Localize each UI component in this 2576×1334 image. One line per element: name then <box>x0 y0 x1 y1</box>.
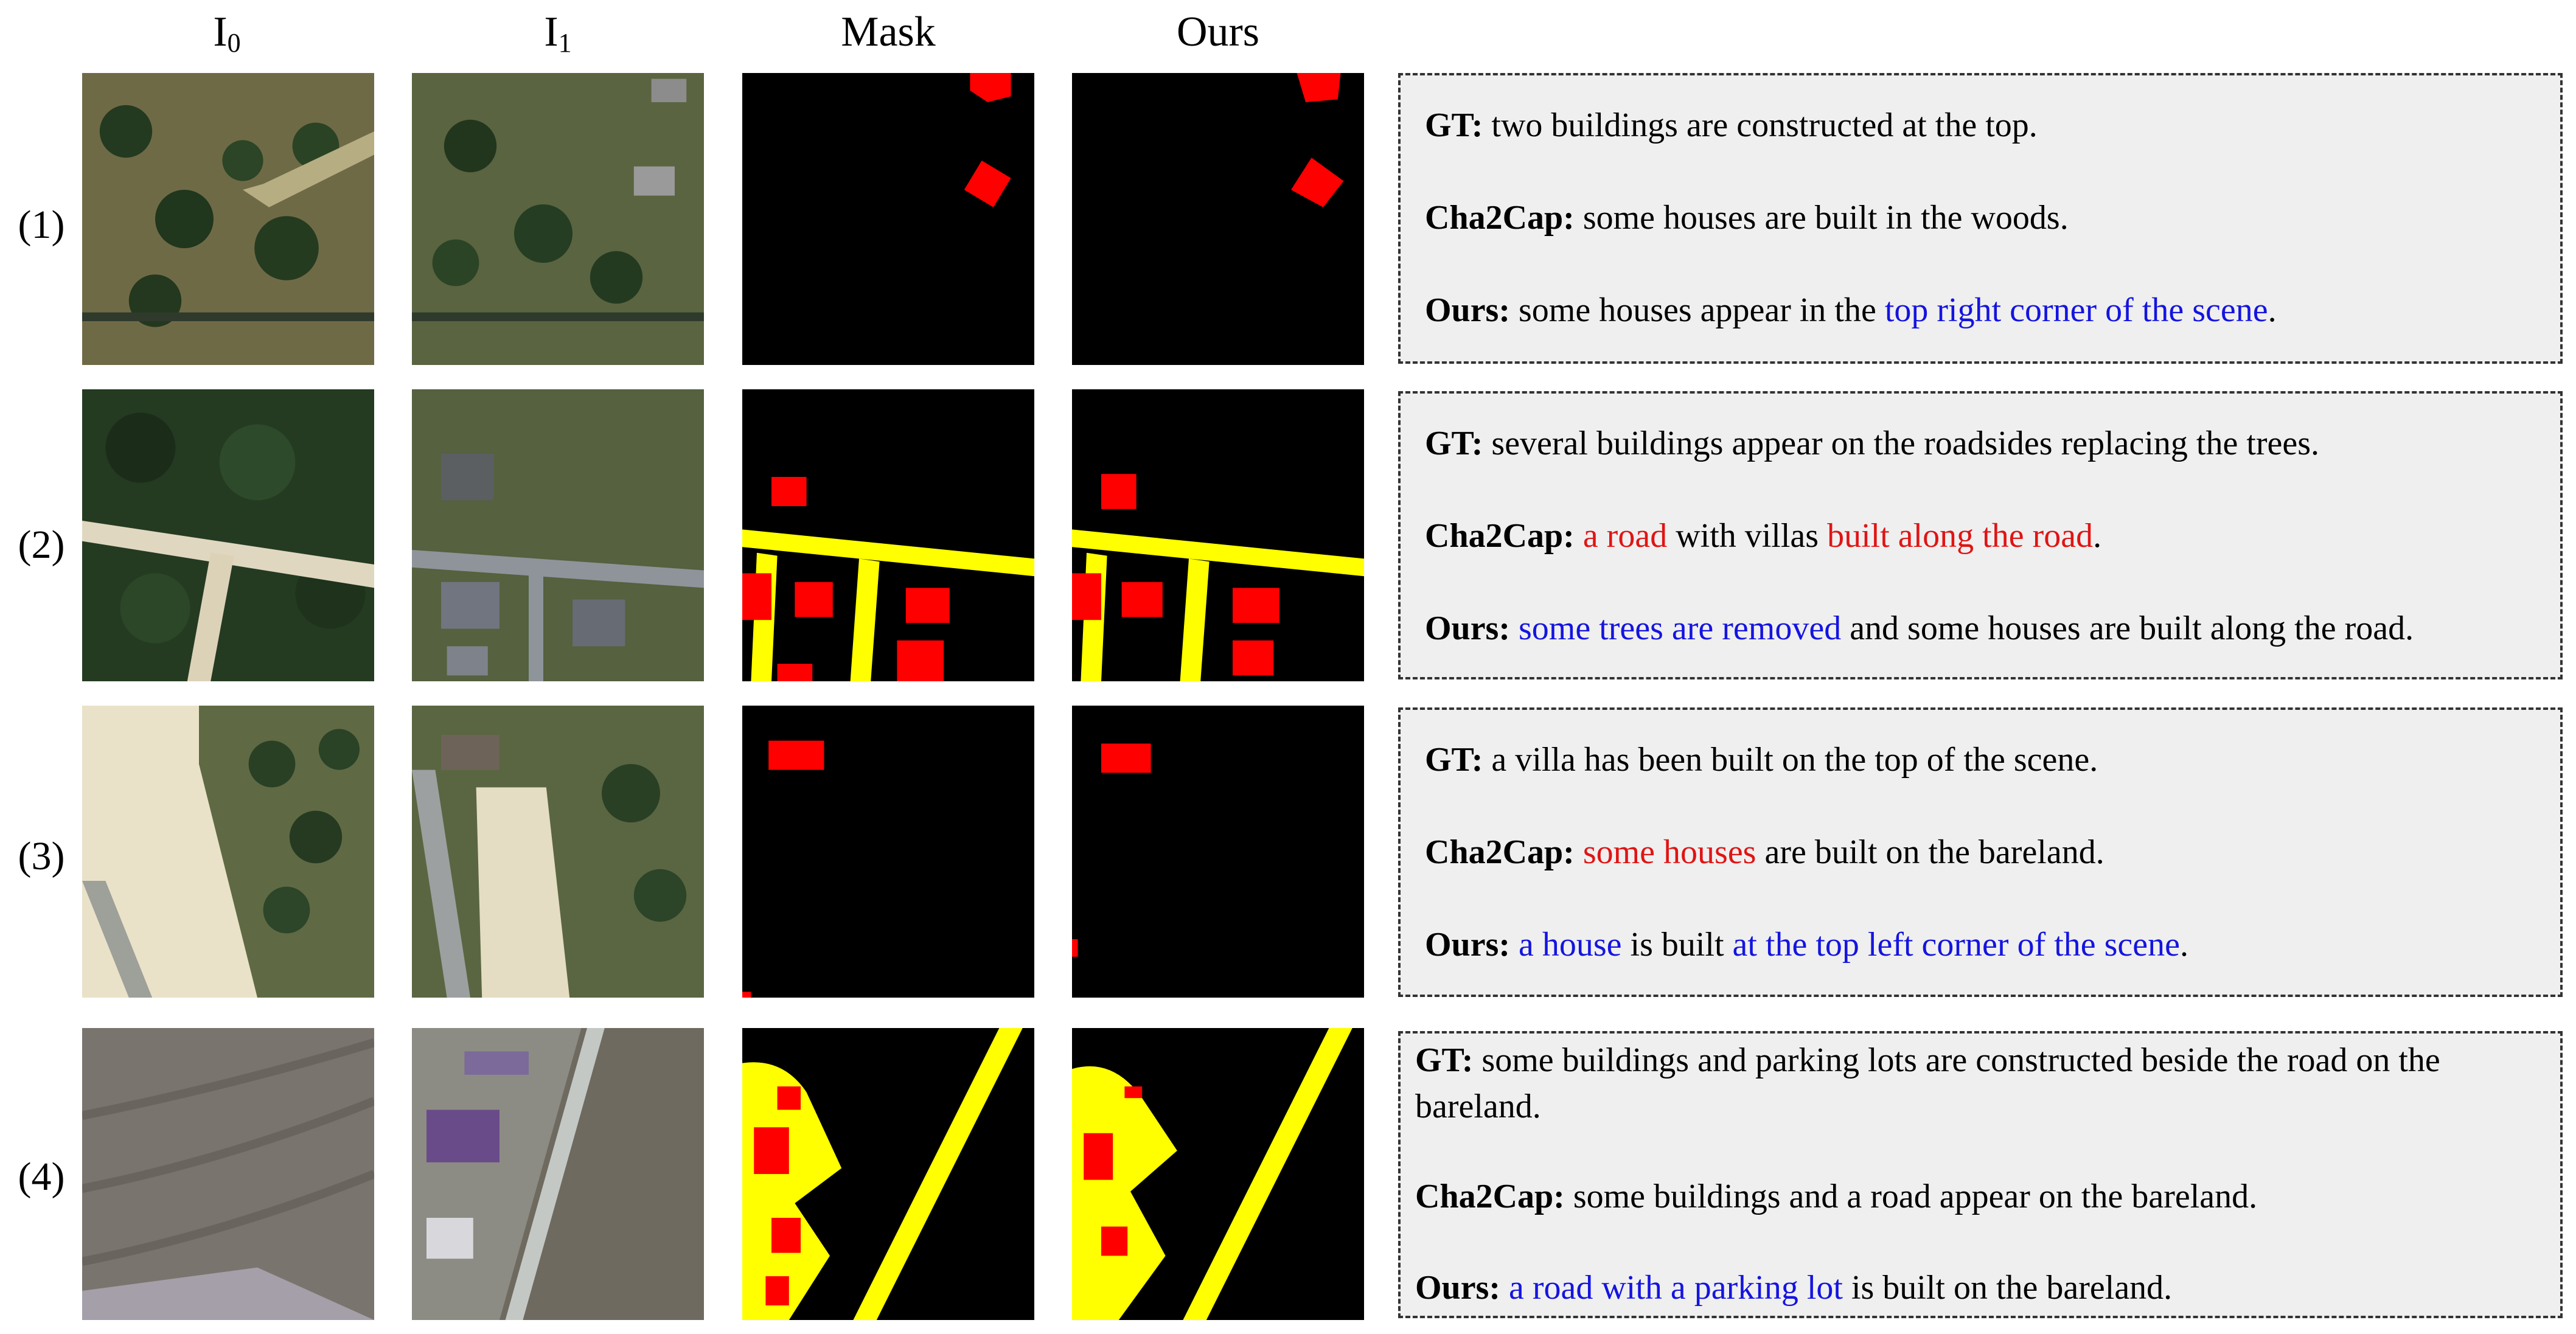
column-header-i1: I1 <box>544 9 572 58</box>
row2-image-before <box>82 389 374 681</box>
row4-caption-box: GT: some buildings and parking lots are … <box>1398 1031 2563 1318</box>
row2-cha2cap: Cha2Cap: a road with villas built along … <box>1425 517 2102 555</box>
row2-gt: GT: several buildings appear on the road… <box>1425 425 2320 462</box>
column-header-mask: Mask <box>841 9 936 55</box>
row4-image-before <box>82 1028 374 1320</box>
row3-cha2cap: Cha2Cap: some houses are built on the ba… <box>1425 833 2104 871</box>
row4-mask <box>742 1028 1034 1320</box>
row4-image-after <box>412 1028 704 1320</box>
row1-mask <box>742 73 1034 365</box>
row3-image-before <box>82 706 374 998</box>
row1-cha2cap: Cha2Cap: some houses are built in the wo… <box>1425 199 2069 237</box>
row3-ours-caption: Ours: a house is built at the top left c… <box>1425 926 2188 964</box>
row3-image-after <box>412 706 704 998</box>
row3-ours <box>1072 706 1364 998</box>
column-header-i0: I0 <box>213 9 241 58</box>
row2-ours-caption: Ours: some trees are removed and some ho… <box>1425 610 2414 647</box>
column-header-ours: Ours <box>1176 9 1260 55</box>
row1-image-before <box>82 73 374 365</box>
row1-caption-box: GT: two buildings are constructed at the… <box>1398 73 2563 364</box>
row-label-2: (2) <box>18 523 65 567</box>
row4-ours <box>1072 1028 1364 1320</box>
row3-mask <box>742 706 1034 998</box>
row2-mask <box>742 389 1034 681</box>
row-label-4: (4) <box>18 1155 65 1199</box>
row2-image-after <box>412 389 704 681</box>
row4-ours-caption: Ours: a road with a parking lot is built… <box>1415 1269 2173 1307</box>
row1-image-after <box>412 73 704 365</box>
row1-gt: GT: two buildings are constructed at the… <box>1425 106 2038 144</box>
row-label-3: (3) <box>18 834 65 878</box>
row4-gt: GT: some buildings and parking lots are … <box>1415 1041 2440 1125</box>
row4-cha2cap: Cha2Cap: some buildings and a road appea… <box>1415 1178 2258 1215</box>
row2-caption-box: GT: several buildings appear on the road… <box>1398 391 2563 679</box>
row1-ours-caption: Ours: some houses appear in the top righ… <box>1425 291 2277 329</box>
row3-gt: GT: a villa has been built on the top of… <box>1425 741 2098 779</box>
row1-ours <box>1072 73 1364 365</box>
row3-caption-box: GT: a villa has been built on the top of… <box>1398 707 2563 997</box>
row2-ours <box>1072 389 1364 681</box>
row-label-1: (1) <box>18 203 65 247</box>
